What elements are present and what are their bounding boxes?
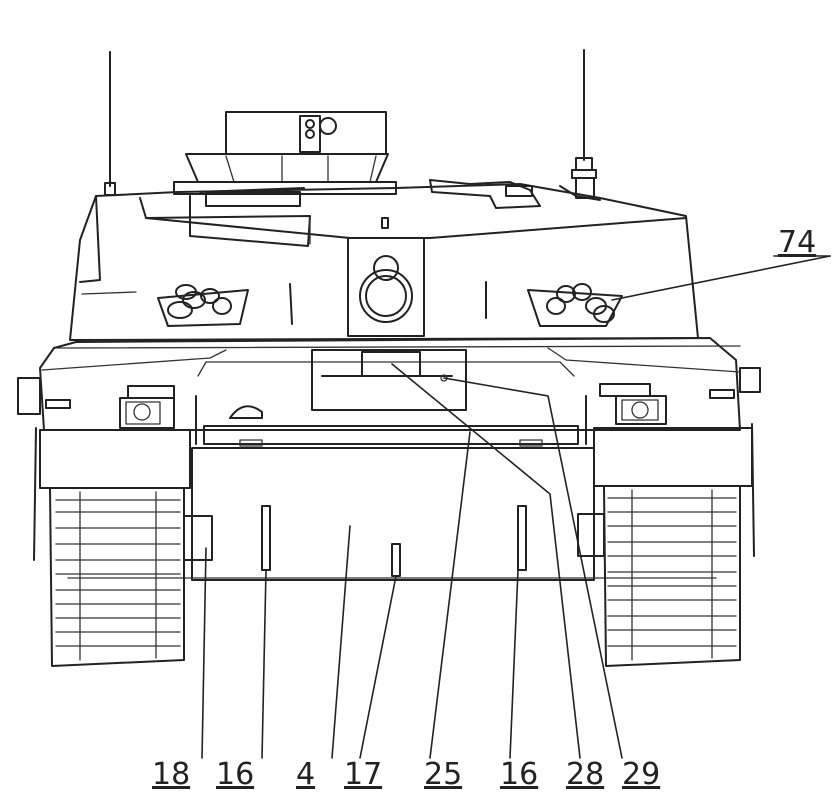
antennas — [104, 49, 597, 199]
ref-4: 4 — [296, 757, 315, 792]
ref-74: 74 — [778, 225, 816, 260]
commander-cupola — [173, 111, 397, 195]
smoke-discharger-right — [527, 283, 623, 327]
ref-18: 18 — [152, 757, 190, 792]
track-right — [577, 423, 755, 667]
ref-16-right: 16 — [500, 757, 538, 792]
track-left — [33, 427, 213, 667]
ref-28: 28 — [566, 757, 604, 792]
turret — [69, 179, 699, 341]
ref-17: 17 — [344, 757, 382, 792]
leader-lines — [201, 255, 831, 759]
ref-16-left: 16 — [216, 757, 254, 792]
smoke-discharger-left — [157, 284, 249, 327]
ref-25: 25 — [424, 757, 462, 792]
ref-29: 29 — [622, 757, 660, 792]
